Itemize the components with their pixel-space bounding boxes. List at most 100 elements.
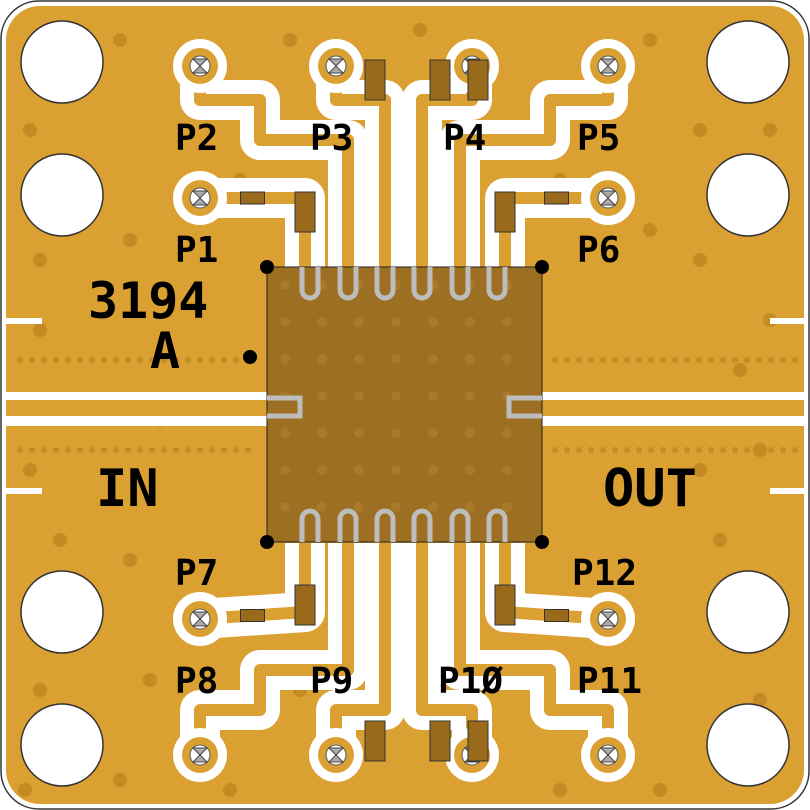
mounting-hole <box>706 20 790 104</box>
smd-capacitor <box>494 584 516 626</box>
thermal-via <box>317 502 327 512</box>
trace <box>454 543 614 755</box>
via-dot <box>713 533 727 547</box>
thermal-via <box>280 465 290 475</box>
via-dot <box>161 447 167 453</box>
smd-capacitor <box>467 720 489 762</box>
rf-in-lead <box>267 395 303 419</box>
thermal-via <box>280 502 290 512</box>
thermal-via <box>428 465 438 475</box>
via-dot <box>612 447 618 453</box>
pin-label-p5: P5 <box>577 118 620 159</box>
chip-lead <box>337 508 359 542</box>
smd-capacitor <box>494 191 516 233</box>
via-dot <box>744 357 750 363</box>
via-dot <box>413 23 427 37</box>
via-dot <box>113 773 127 787</box>
thermal-via <box>502 317 512 327</box>
via-dot <box>29 447 35 453</box>
via-dot <box>792 447 798 453</box>
via-dot <box>65 447 71 453</box>
via-dot <box>123 233 137 247</box>
edge-marker <box>6 488 42 494</box>
via-dot <box>65 357 71 363</box>
via-dot <box>173 447 179 453</box>
thermal-via <box>354 391 364 401</box>
via-dot <box>744 447 750 453</box>
thermal-via <box>428 354 438 364</box>
thermal-via <box>317 428 327 438</box>
via-dot <box>612 357 618 363</box>
test-point-glyph <box>191 58 209 74</box>
thermal-via <box>354 465 364 475</box>
via-dot <box>763 123 777 137</box>
via-dot <box>693 123 707 137</box>
via-dot <box>113 357 119 363</box>
via-dot <box>636 447 642 453</box>
smd-resistor <box>240 609 265 622</box>
pin-label-p4: P4 <box>443 118 486 159</box>
via-dot <box>684 357 690 363</box>
via-dot <box>101 447 107 453</box>
smd-capacitor <box>429 59 451 101</box>
via-dot <box>693 253 707 267</box>
via-dot <box>53 447 59 453</box>
smd-capacitor <box>364 720 386 762</box>
test-point-glyph <box>599 747 617 763</box>
via-dot <box>125 357 131 363</box>
via-dot <box>197 447 203 453</box>
via-dot <box>33 683 47 697</box>
pin-label-p6: P6 <box>577 230 620 271</box>
test-point-glyph <box>599 611 617 627</box>
via-dot <box>780 357 786 363</box>
via-dot <box>77 357 83 363</box>
via-dot <box>733 363 747 377</box>
via-dot <box>693 463 707 477</box>
via-dot <box>564 357 570 363</box>
via-dot <box>643 223 657 237</box>
test-point-glyph <box>191 747 209 763</box>
via-dot <box>660 357 666 363</box>
via-dot <box>137 447 143 453</box>
mounting-holes <box>20 20 790 787</box>
chip-lead <box>411 508 433 542</box>
mounting-hole <box>706 703 790 787</box>
via-dot <box>113 33 127 47</box>
via-dot <box>233 447 239 453</box>
via-dot <box>89 357 95 363</box>
port-in-label: IN <box>96 459 159 519</box>
via-dot <box>77 447 83 453</box>
via-dot <box>552 447 558 453</box>
thermal-via <box>391 354 401 364</box>
via-dot <box>53 533 67 547</box>
smd-capacitor <box>429 720 451 762</box>
via-dot <box>245 447 251 453</box>
thermal-via <box>465 391 475 401</box>
chip-lead <box>337 267 359 301</box>
mounting-hole <box>20 153 104 237</box>
thermal-via <box>465 465 475 475</box>
via-dot <box>600 447 606 453</box>
via-dot <box>636 357 642 363</box>
chip-lead <box>449 267 471 301</box>
mounting-hole <box>20 703 104 787</box>
via-dot <box>41 357 47 363</box>
smd-capacitor <box>467 59 489 101</box>
thermal-via <box>354 354 364 364</box>
test-point-glyph <box>191 190 209 206</box>
edge-marker <box>6 318 42 324</box>
smd-capacitor <box>294 191 316 233</box>
via-dot <box>780 447 786 453</box>
test-point-glyph <box>327 58 345 74</box>
thermal-via <box>428 317 438 327</box>
thermal-via <box>465 502 475 512</box>
rf-out-lead <box>506 395 542 419</box>
thermal-via <box>354 428 364 438</box>
via-dot <box>753 693 767 707</box>
via-dot <box>768 447 774 453</box>
chip-body <box>266 266 543 543</box>
via-dot <box>708 447 714 453</box>
via-dot <box>221 357 227 363</box>
thermal-via <box>502 465 512 475</box>
via-dot <box>720 357 726 363</box>
